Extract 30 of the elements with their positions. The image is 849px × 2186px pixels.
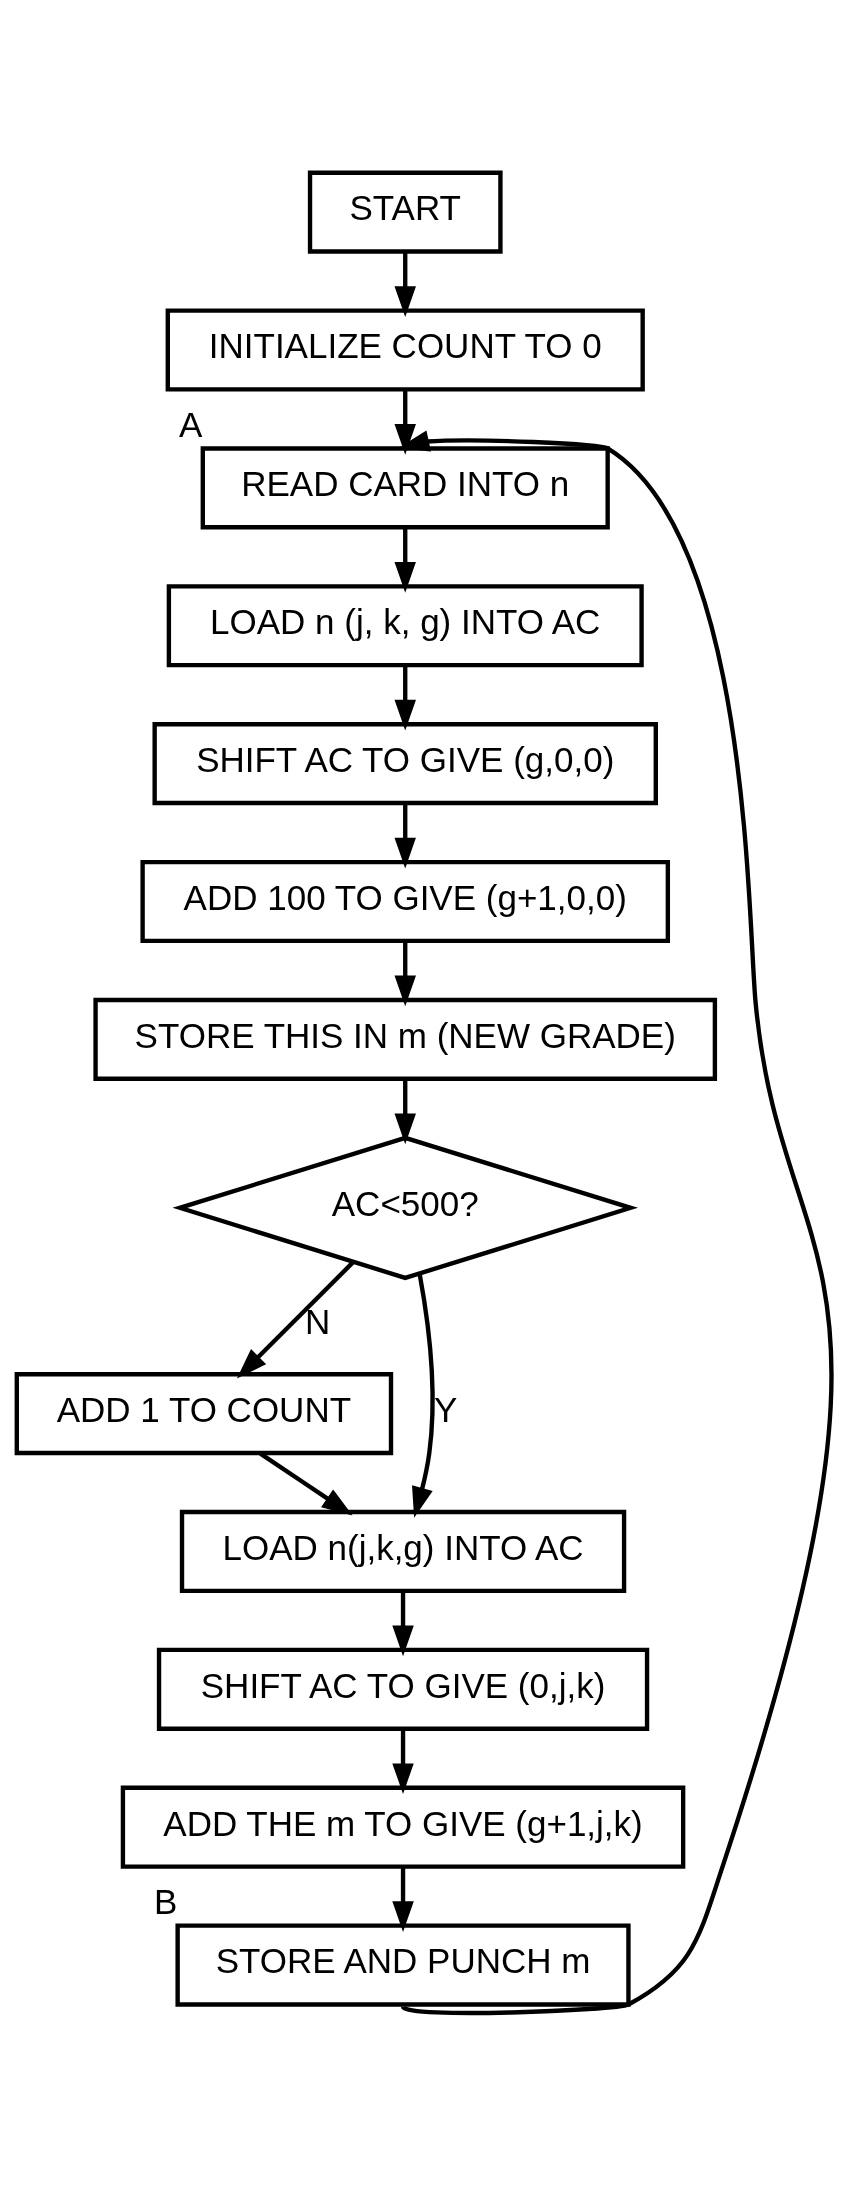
arrow [398, 430, 834, 2016]
node-box: SHIFT AC TO GIVE (0,j,k) [156, 1647, 650, 1731]
node-box: ADD 1 TO COUNT [14, 1372, 394, 1456]
node-box: READ CARD INTO n [200, 446, 610, 530]
edge-label: N [305, 1302, 331, 1342]
node-box: LOAD n (j, k, g) INTO AC [166, 584, 644, 668]
edge-label: Y [434, 1389, 458, 1429]
arrow [392, 1591, 414, 1657]
node-box: STORE AND PUNCH m [175, 1923, 631, 2007]
arrow [394, 941, 416, 1007]
arrow [392, 1867, 414, 1932]
node-box: SHIFT AC TO GIVE (g,0,0) [152, 722, 658, 806]
node-box: INITIALIZE COUNT TO 0 [165, 308, 645, 392]
arrow [394, 665, 416, 731]
node-box: START [307, 170, 503, 254]
node-box: ADD THE m TO GIVE (g+1,j,k) [120, 1785, 686, 1869]
arrow [236, 1260, 355, 1379]
node-box: LOAD n(j,k,g) INTO AC [179, 1509, 627, 1594]
arrow [412, 1273, 435, 1518]
arrow [394, 1078, 416, 1145]
arrow [392, 1729, 414, 1795]
arrow [394, 252, 416, 317]
node-diamond: AC<500? [172, 1135, 639, 1281]
node-label: A [179, 405, 203, 445]
arrow [394, 527, 416, 593]
node-label: B [153, 1882, 178, 1922]
arrow [394, 390, 416, 455]
node-box: STORE THIS IN m (NEW GRADE) [93, 997, 718, 1081]
node-box: ADD 100 TO GIVE (g+1,0,0) [140, 859, 671, 944]
arrow [394, 803, 416, 869]
